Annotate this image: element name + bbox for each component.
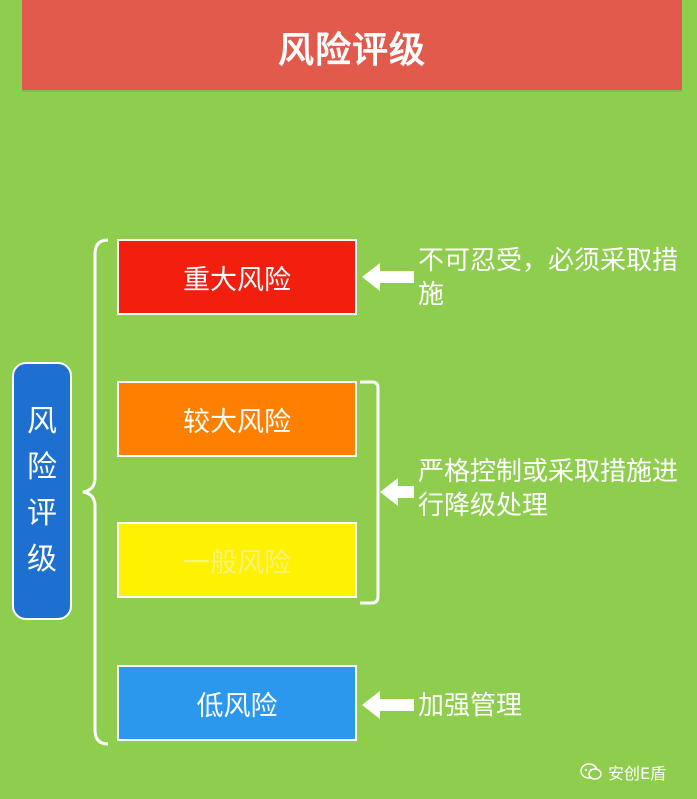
risk-label: 低风险 [196, 690, 278, 722]
wechat-icon [580, 763, 602, 780]
arrow-icon [362, 263, 414, 291]
risk-label: 重大风险 [183, 264, 291, 296]
risk-level-low: 低风险 [117, 665, 357, 741]
group-bracket [360, 380, 380, 605]
watermark-text: 安创E盾 [608, 764, 667, 783]
arrow-icon [380, 478, 414, 506]
title-banner: 风险评级 [22, 0, 682, 90]
risk-label: 一般风险 [183, 547, 291, 579]
arrow-icon [362, 691, 414, 719]
page-title: 风险评级 [277, 30, 426, 71]
note-major: 不可忍受，必须采取措施 [418, 246, 679, 310]
risk-level-large: 较大风险 [117, 381, 357, 457]
watermark: 安创E盾 [580, 760, 666, 784]
side-label-char: 级 [27, 542, 57, 577]
risk-label: 较大风险 [183, 406, 291, 438]
note-low: 加强管理 [418, 691, 523, 721]
side-label-char: 险 [27, 450, 57, 485]
side-label-char: 风 [27, 404, 57, 439]
main-brace [82, 238, 109, 746]
note-middle: 严格控制或采取措施进行降级处理 [418, 457, 679, 521]
side-label-char: 评 [27, 496, 57, 531]
risk-level-major: 重大风险 [117, 239, 357, 315]
side-label-box: 风 险 评 级 [12, 362, 72, 620]
risk-level-general: 一般风险 [117, 522, 357, 598]
